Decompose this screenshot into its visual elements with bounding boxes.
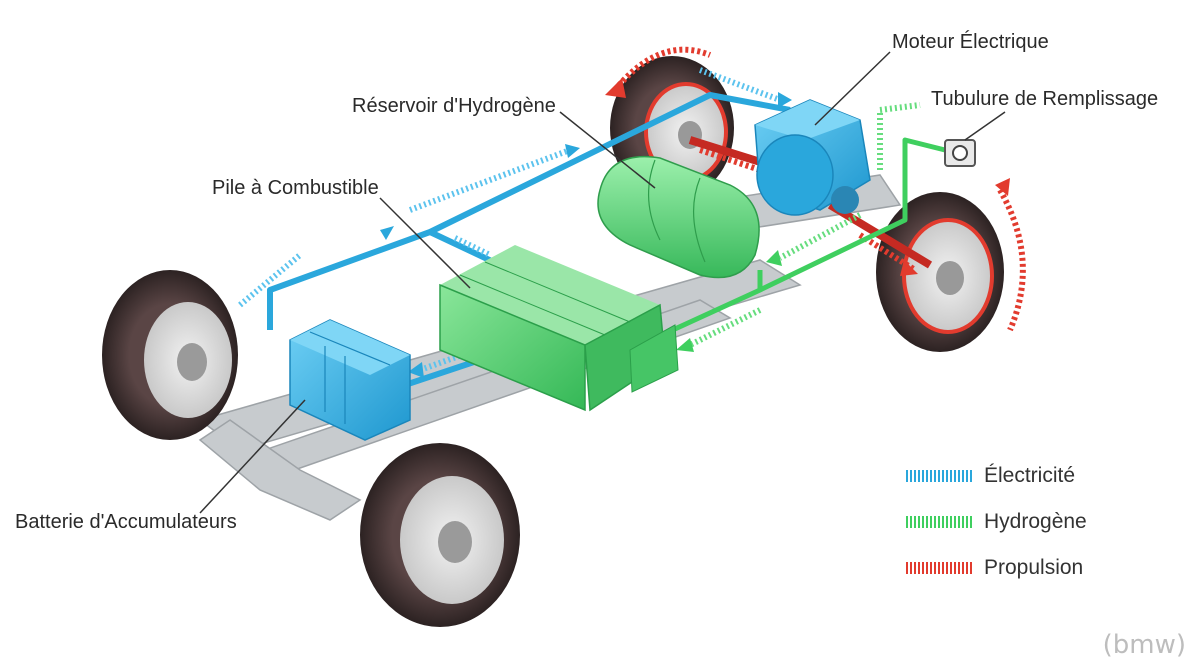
hydrogen-tank bbox=[597, 155, 760, 279]
legend-swatch-electricity bbox=[906, 470, 972, 482]
electric-arrow-head bbox=[408, 362, 424, 378]
hydrogen-lines bbox=[638, 137, 946, 348]
filler-nozzle bbox=[944, 139, 976, 167]
hydrogen-flow-arrows bbox=[688, 102, 921, 348]
legend-label-electricity: Électricité bbox=[984, 464, 1076, 487]
wheel-rear-right bbox=[876, 192, 1004, 352]
wheel-front-right bbox=[360, 443, 520, 627]
propulsion-arrow-head bbox=[900, 260, 918, 276]
hydrogen-arrow-head bbox=[766, 250, 782, 266]
watermark-logo: (bmw) bbox=[1102, 630, 1186, 660]
legend-item-propulsion: Propulsion bbox=[906, 554, 1083, 582]
battery-pack bbox=[289, 319, 411, 441]
electric-arrow-head bbox=[778, 92, 792, 108]
legend-label-propulsion: Propulsion bbox=[984, 556, 1084, 579]
legend-item-electricity: Électricité bbox=[906, 462, 1075, 490]
hydrogen-arrow-head bbox=[676, 338, 694, 352]
drive-shaft bbox=[688, 136, 933, 269]
label-hydrogen-tank: Réservoir d'Hydrogène bbox=[352, 95, 556, 117]
electric-arrow-head bbox=[380, 226, 394, 240]
label-fuel-cell: Pile à Combustible bbox=[212, 177, 379, 199]
fuel-cell-stack bbox=[439, 245, 679, 412]
label-electric-motor: Moteur Électrique bbox=[892, 31, 1049, 53]
propulsion-arrow-head bbox=[605, 78, 626, 98]
label-filler-pipe: Tubulure de Remplissage bbox=[931, 88, 1159, 110]
electric-arrow-head bbox=[565, 144, 580, 158]
legend-item-hydrogen: Hydrogène bbox=[906, 508, 1087, 536]
electric-motor bbox=[754, 99, 871, 216]
label-battery: Batterie d'Accumulateurs bbox=[15, 511, 237, 533]
propulsion-arrow-head bbox=[995, 178, 1010, 196]
leader-lines bbox=[199, 51, 1006, 514]
legend-label-hydrogen: Hydrogène bbox=[984, 510, 1087, 533]
wheel-front-left bbox=[102, 270, 238, 440]
legend-swatch-hydrogen bbox=[906, 516, 972, 528]
legend-swatch-propulsion bbox=[906, 562, 972, 574]
